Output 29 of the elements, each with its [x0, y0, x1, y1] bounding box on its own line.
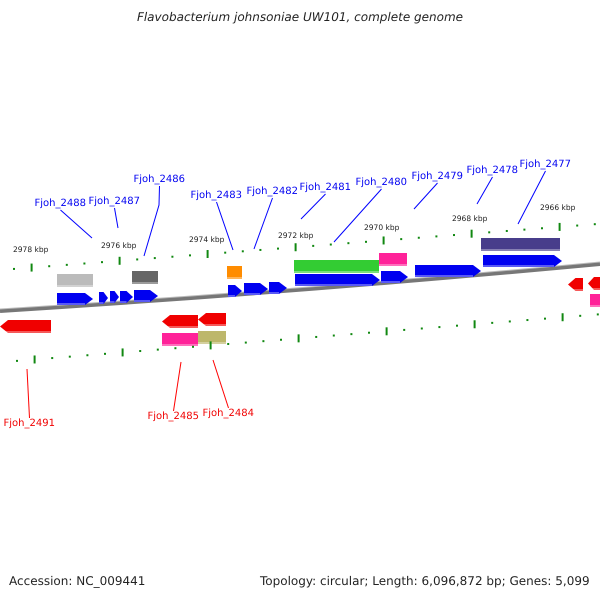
leader-line	[254, 198, 273, 250]
gene-label: Fjoh_2477	[520, 159, 571, 171]
leader-line	[518, 170, 546, 224]
gene-label: Fjoh_2481	[300, 182, 351, 194]
gene-label: Fjoh_2487	[88, 196, 140, 208]
gene-label: Fjoh_2486	[134, 174, 185, 186]
leader-line	[476, 176, 493, 204]
gene-label: Fjoh_2485	[148, 411, 199, 423]
leader-line	[60, 210, 92, 238]
leader-line	[173, 362, 182, 412]
gene-label: Fjoh_2482	[246, 186, 298, 198]
genome-info-text: Topology: circular; Length: 6,096,872 bp; Genes: 5,099	[260, 574, 590, 588]
leader-line	[114, 208, 118, 228]
gene-label: Fjoh_2480	[356, 177, 407, 189]
leader-line	[300, 194, 326, 220]
leader-line	[414, 182, 438, 210]
leader-line	[334, 188, 382, 242]
gene-label: Fjoh_2483	[190, 190, 242, 202]
gene-label: Fjoh_2488	[34, 198, 86, 210]
accession-text: Accession: NC_009441	[9, 574, 146, 588]
title: Flavobacterium johnsoniae UW101, complete genome	[136, 10, 464, 24]
leader-line	[144, 186, 160, 256]
leader-line	[26, 368, 30, 418]
gene-label: Fjoh_2491	[4, 418, 55, 430]
leader-line	[212, 360, 229, 408]
gene-label: Fjoh_2478	[466, 165, 518, 177]
leader-line	[216, 202, 234, 250]
gene-label: Fjoh_2479	[412, 171, 463, 183]
gene-label: Fjoh_2484	[202, 408, 254, 420]
